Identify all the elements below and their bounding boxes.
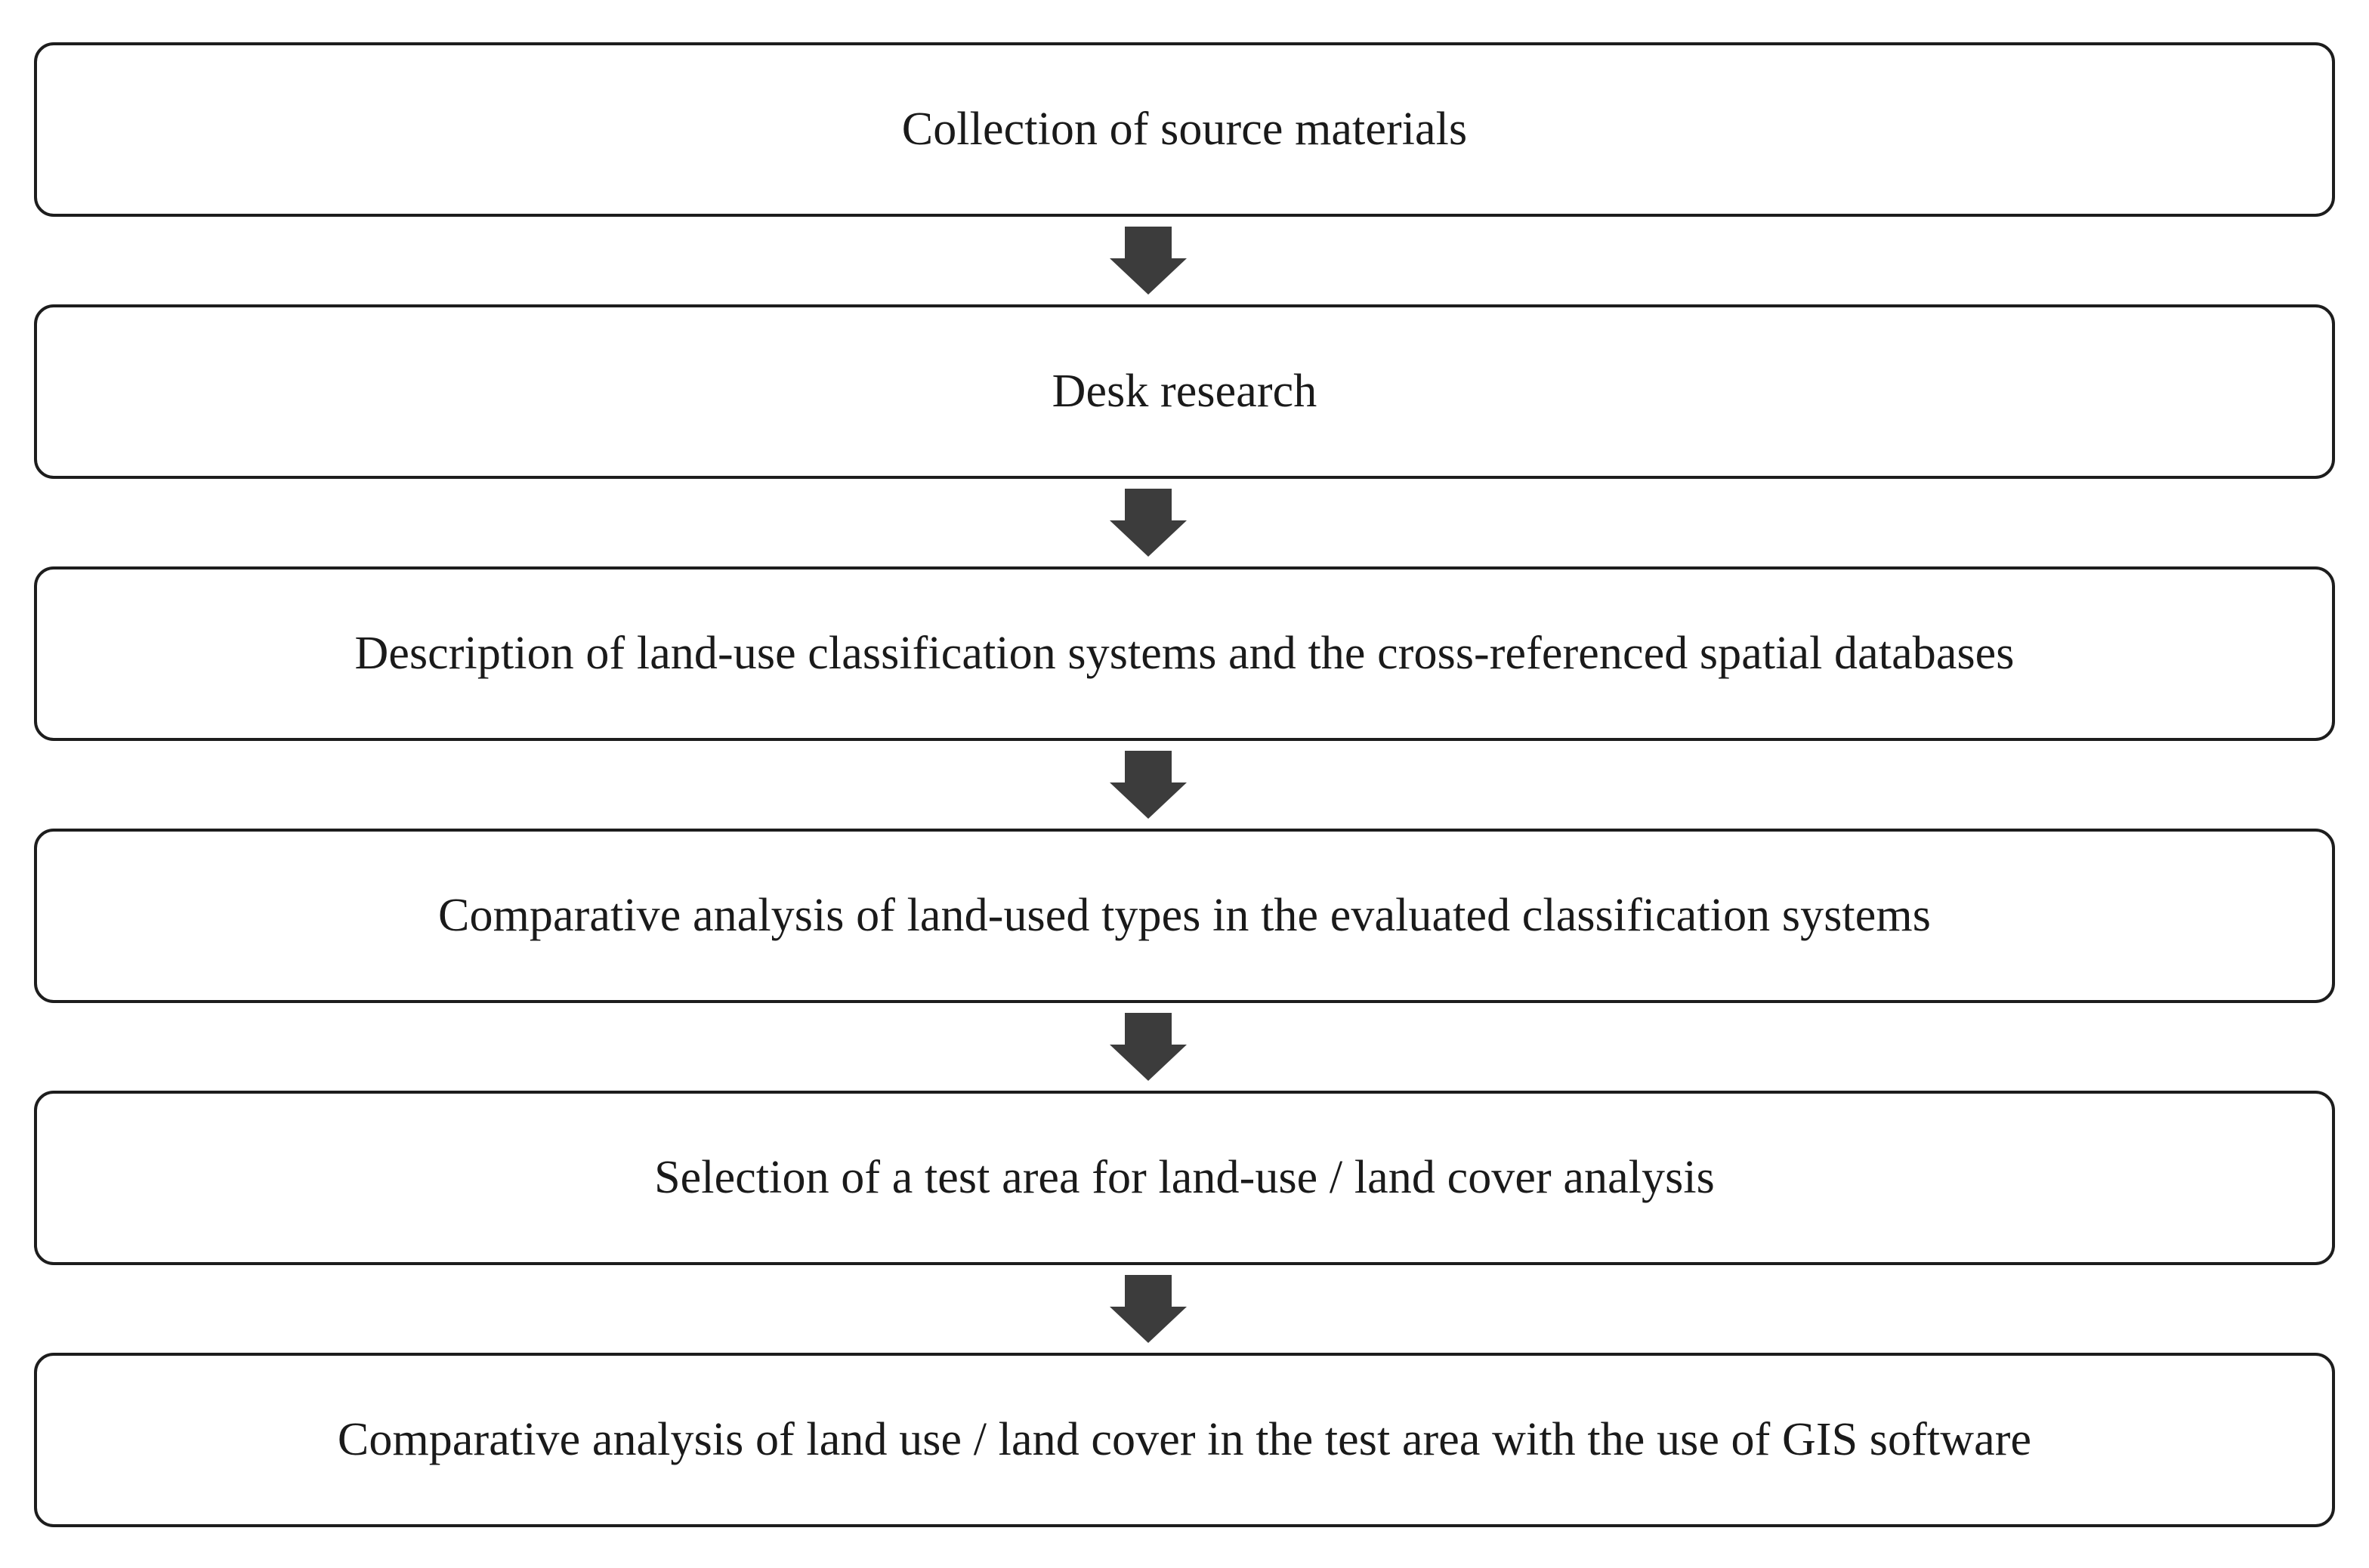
arrow-down-icon bbox=[1110, 1275, 1187, 1343]
flow-connector-4 bbox=[34, 1003, 2335, 1091]
flow-node-3[interactable]: Description of land-use classification s… bbox=[34, 566, 2335, 741]
flow-node-4[interactable]: Comparative analysis of land-used types … bbox=[34, 829, 2335, 1003]
flow-connector-1 bbox=[34, 217, 2335, 304]
arrow-down-icon bbox=[1110, 751, 1187, 819]
flow-connector-3 bbox=[34, 741, 2335, 829]
flow-node-label: Comparative analysis of land-used types … bbox=[438, 889, 1931, 941]
flow-connector-2 bbox=[34, 479, 2335, 566]
arrow-down-icon bbox=[1110, 1013, 1187, 1081]
flow-node-label: Selection of a test area for land-use / … bbox=[654, 1151, 1715, 1203]
flow-node-label: Description of land-use classification s… bbox=[354, 627, 2015, 679]
flowchart-sequence: Collection of source materials Desk rese… bbox=[34, 42, 2335, 1527]
flow-node-label: Desk research bbox=[1052, 365, 1317, 417]
flow-node-label: Collection of source materials bbox=[901, 103, 1468, 155]
flow-node-5[interactable]: Selection of a test area for land-use / … bbox=[34, 1091, 2335, 1265]
flow-node-1[interactable]: Collection of source materials bbox=[34, 42, 2335, 217]
flow-connector-5 bbox=[34, 1265, 2335, 1353]
flow-node-label: Comparative analysis of land use / land … bbox=[337, 1413, 2032, 1465]
flow-node-2[interactable]: Desk research bbox=[34, 304, 2335, 479]
arrow-down-icon bbox=[1110, 489, 1187, 557]
arrow-down-icon bbox=[1110, 227, 1187, 295]
flow-node-6[interactable]: Comparative analysis of land use / land … bbox=[34, 1353, 2335, 1527]
